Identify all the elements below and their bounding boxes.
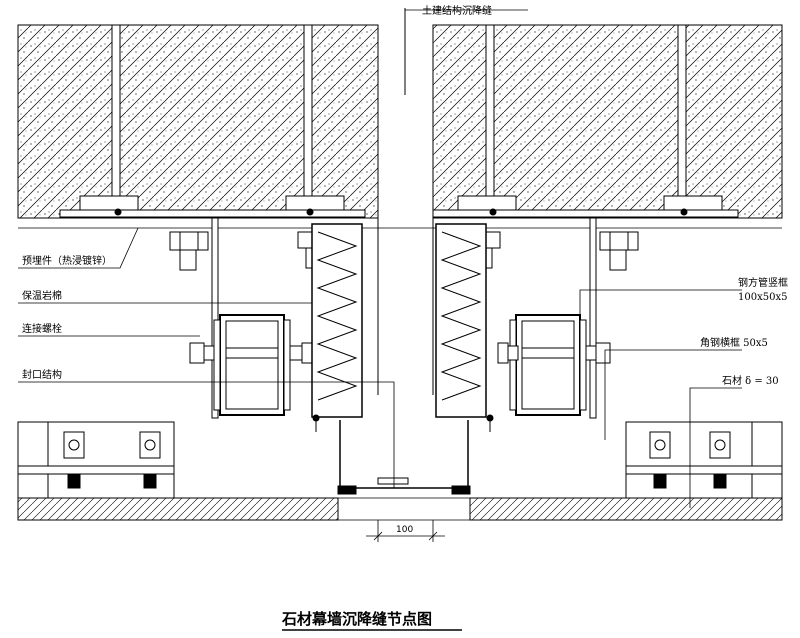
concrete-slab-left — [17, 24, 379, 219]
gap-dimension — [366, 520, 445, 542]
stone-anchor-bolts — [63, 431, 731, 489]
left-insulation-wave — [316, 231, 358, 401]
label-closure: 封口结构 — [22, 368, 62, 381]
closure-structure — [312, 414, 494, 495]
right-stone-frame — [625, 421, 783, 499]
leader-lines — [18, 9, 742, 508]
settlement-joint-gap — [377, 8, 434, 395]
label-angle-steel-frame: 角钢横框 50x5 — [700, 336, 768, 349]
label-settlement-joint: 土建结构沉降缝 — [422, 4, 492, 17]
label-stone: 石材 δ = 30 — [722, 374, 779, 387]
left-bracket-assembly — [169, 217, 363, 419]
drawing-title: 石材幕墙沉降缝节点图 — [281, 610, 432, 628]
label-connection-bolt: 连接螺栓 — [22, 322, 62, 335]
label-steel-tube-frame: 钢方管竖框 — [738, 276, 788, 289]
gap-dimension-value: 100 — [396, 525, 413, 535]
right-insulation-wave — [440, 231, 482, 401]
label-embedded-part: 预埋件（热浸镀锌） — [22, 254, 112, 267]
right-bracket-assembly — [435, 217, 639, 419]
concrete-slab-right — [432, 24, 783, 219]
label-steel-tube-size: 100x50x5 — [738, 292, 787, 303]
stone-panels — [17, 497, 783, 521]
embedded-plates — [59, 195, 739, 218]
anchor-rods — [111, 24, 687, 211]
label-insulation: 保温岩棉 — [22, 289, 62, 302]
